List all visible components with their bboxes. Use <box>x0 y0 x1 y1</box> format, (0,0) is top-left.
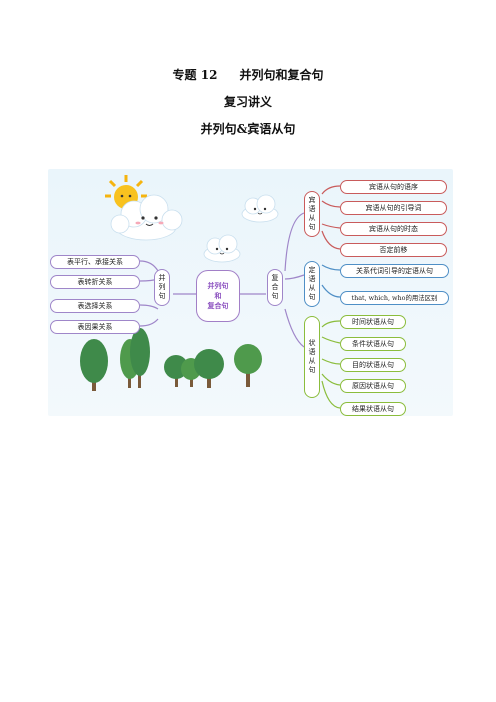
central-topic-line-1: 并列句 <box>207 282 229 290</box>
object-clause-negative-transfer[interactable]: 否定前移 <box>340 243 447 257</box>
object-clause-tense[interactable]: 宾语从句的时态 <box>340 222 447 236</box>
mind-map-graphics <box>80 175 341 409</box>
cloud-icon <box>241 194 279 223</box>
central-topic-line-3: 复合句 <box>207 302 229 310</box>
adverbial-clause-condition[interactable]: 条件状语从句 <box>340 337 406 351</box>
tree-icon <box>194 349 224 388</box>
object-clause-connectives[interactable]: 宾语从句的引导词 <box>340 201 447 215</box>
tree-icon <box>164 355 201 387</box>
document-title: 专题 12 并列句和复合句 <box>0 66 496 83</box>
adverbial-clause-branch[interactable]: 状 语 从 句 <box>304 316 320 398</box>
mind-map: 并列句 和 复合句 并 列 句 表平行、承接关系 表转折关系 表选择关系 表因果… <box>48 169 453 416</box>
left-item-contrast[interactable]: 表转折关系 <box>50 275 140 289</box>
left-item-choice[interactable]: 表选择关系 <box>50 299 140 313</box>
cloud-icon <box>110 194 183 241</box>
right-connectors <box>238 212 305 348</box>
central-topic-line-2: 和 <box>214 292 222 300</box>
attributive-clause-branch[interactable]: 定 语 从 句 <box>304 261 320 307</box>
object-clause-branch[interactable]: 宾 语 从 句 <box>304 191 320 237</box>
tree-icon <box>80 339 108 391</box>
cloud-icon <box>203 234 241 263</box>
topic-title: 并列句和复合句 <box>239 68 324 82</box>
topic-number: 专题 12 <box>172 68 218 82</box>
attributive-clause-that-which-who[interactable]: that, which, who的用法区别 <box>340 291 449 305</box>
left-item-parallel[interactable]: 表平行、承接关系 <box>50 255 140 269</box>
object-clause-connectors <box>321 185 341 250</box>
attributive-clause-relative-pronouns[interactable]: 关系代词引导的定语从句 <box>340 264 449 278</box>
adverbial-clause-time[interactable]: 时间状语从句 <box>340 315 406 329</box>
attributive-clause-connectors <box>321 264 341 298</box>
central-topic-node[interactable]: 并列句 和 复合句 <box>196 270 240 322</box>
object-clause-word-order[interactable]: 宾语从句的语序 <box>340 180 447 194</box>
adverbial-clause-result[interactable]: 结果状语从句 <box>340 402 406 416</box>
left-item-cause[interactable]: 表因果关系 <box>50 320 140 334</box>
adverbial-clause-connectors <box>321 320 341 409</box>
tree-icon <box>234 344 262 387</box>
complex-sentence-branch[interactable]: 复 合 句 <box>267 269 283 306</box>
section-title: 并列句&宾语从句 <box>200 122 296 136</box>
compound-sentence-branch[interactable]: 并 列 句 <box>154 269 170 306</box>
adverbial-clause-reason[interactable]: 原因状语从句 <box>340 379 406 393</box>
tree-icon <box>120 328 150 388</box>
document-subtitle: 复习讲义 <box>223 95 272 109</box>
adverbial-clause-purpose[interactable]: 目的状语从句 <box>340 358 406 372</box>
cloud-face <box>135 216 164 226</box>
